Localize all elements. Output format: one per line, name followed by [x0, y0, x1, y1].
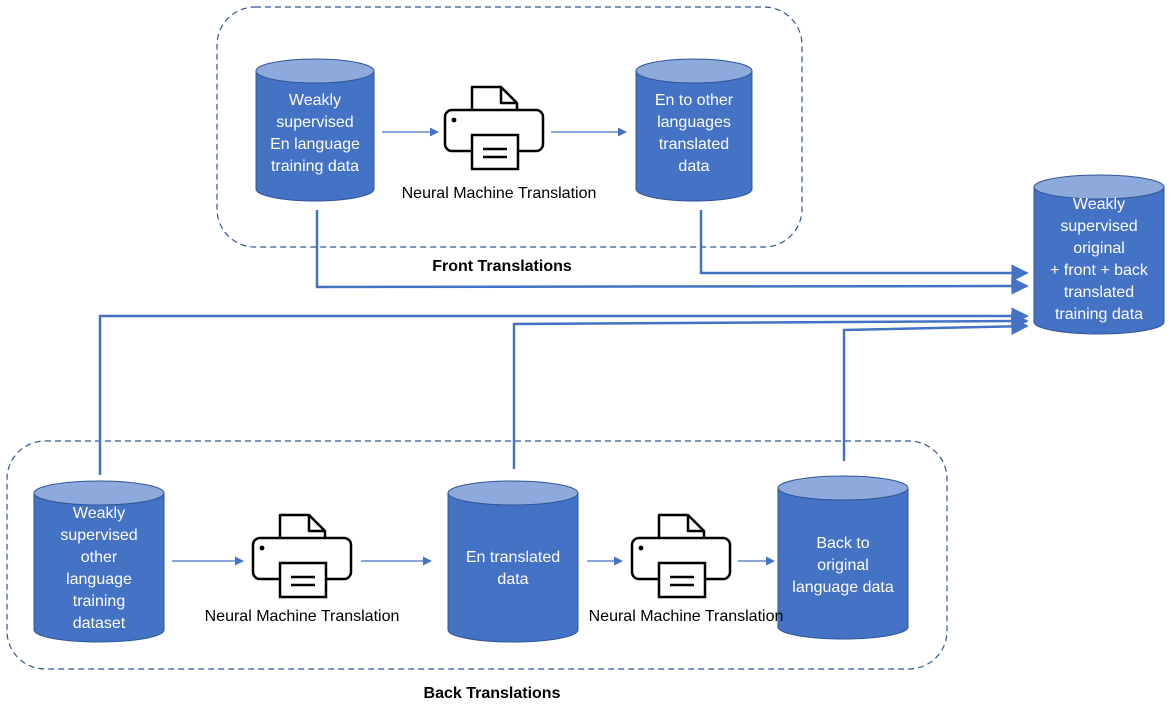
- cylinder-front-source: [255, 58, 375, 202]
- connector-back-target-to-combined: [842, 317, 1029, 461]
- back-nmt-label-2: Neural Machine Translation: [588, 608, 784, 625]
- back-source-label: Weakly supervised other language trainin…: [60, 505, 138, 632]
- printer-icon: [630, 513, 732, 599]
- front-target-label: En to other languages translated data: [654, 92, 734, 175]
- back-target-label: Back to original language data: [792, 535, 894, 596]
- connector-front-source-to-combined: [315, 210, 1029, 295]
- front-nmt-label: Neural Machine Translation: [401, 185, 597, 202]
- printer-icon: [443, 85, 545, 171]
- connector-back-intermediate-to-combined: [512, 312, 1029, 469]
- connector-back-source-to-combined: [98, 307, 1029, 475]
- connector-front-target-to-combined: [699, 210, 1029, 282]
- cylinder-front-target: [635, 58, 753, 202]
- back-group-title: Back Translations: [423, 685, 561, 702]
- front-group-title: Front Translations: [432, 258, 572, 275]
- combined-label: Weakly supervised original + front + bac…: [1050, 196, 1148, 323]
- back-intermediate-label: En translated data: [465, 549, 561, 588]
- back-nmt-label-1: Neural Machine Translation: [204, 608, 400, 625]
- cylinder-combined: [1033, 174, 1165, 335]
- printer-icon: [251, 513, 353, 599]
- cylinder-back-target: [777, 475, 909, 640]
- back-translations-group: [6, 440, 948, 670]
- cylinder-back-source: [33, 480, 165, 643]
- front-translations-group: [216, 6, 803, 248]
- front-source-label: Weakly supervised En language training d…: [270, 92, 360, 175]
- cylinder-back-intermediate: [447, 480, 579, 643]
